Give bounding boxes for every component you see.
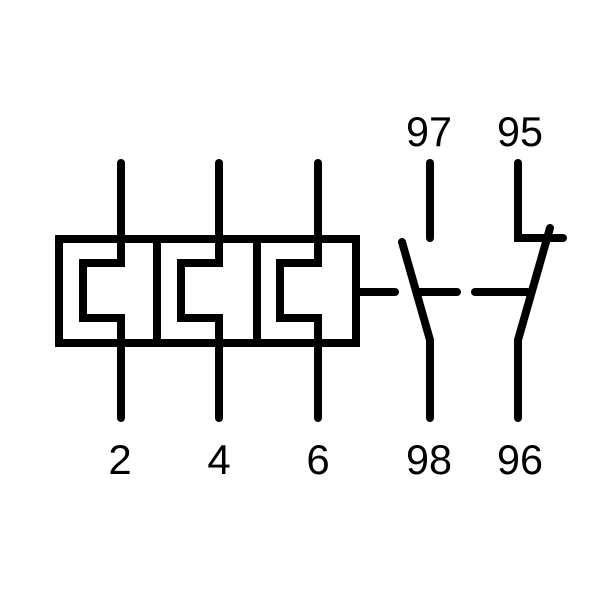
heater-pole-3 [276, 159, 322, 422]
contact-97-98-blade [398, 238, 434, 344]
terminal-label-97: 97 [406, 108, 452, 155]
terminal-label-95: 95 [497, 108, 543, 155]
terminal-label-4: 4 [207, 436, 230, 483]
terminal-label-6: 6 [306, 436, 329, 483]
terminal-label-96: 96 [497, 436, 543, 483]
thermal-element-box [55, 235, 360, 347]
heater-pole-1 [79, 159, 125, 422]
terminal-label-98: 98 [406, 436, 452, 483]
contact-95-terminal [514, 159, 567, 242]
contact-95-96-blade [514, 224, 554, 344]
heater-pole-2 [177, 159, 223, 422]
terminal-label-2: 2 [108, 436, 131, 483]
